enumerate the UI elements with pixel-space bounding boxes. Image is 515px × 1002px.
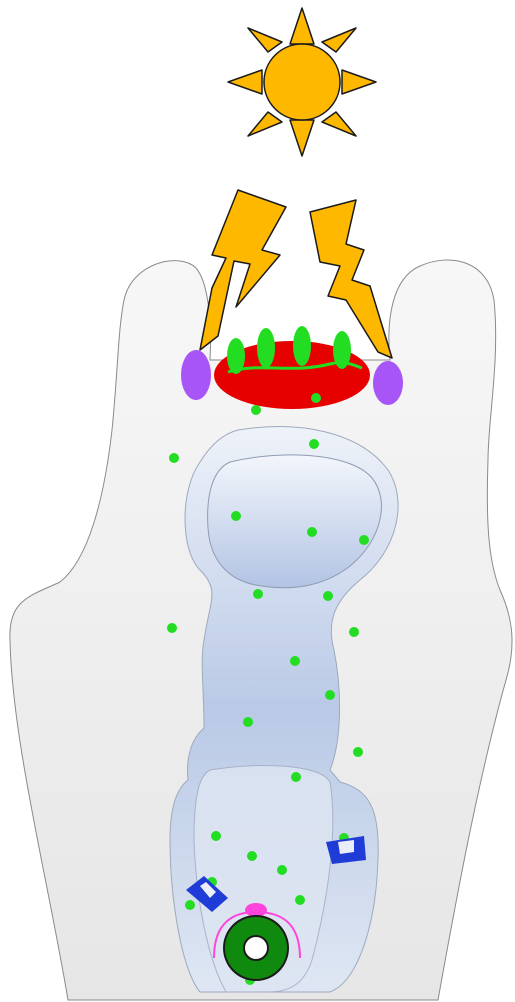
lightning-bolt-icon [310,200,392,358]
green-particle [323,591,333,601]
sun-ray [290,8,314,44]
green-particle [291,772,301,782]
green-particle [251,405,261,415]
green-particle [185,900,195,910]
green-particle [309,439,319,449]
sun-disc [264,44,340,120]
bolt-left [200,190,286,350]
receptor-right [373,361,403,405]
sun-ray [290,120,314,156]
sun-ray [322,28,356,52]
green-lobe [293,326,311,366]
membrane-bulge [245,903,267,917]
sun-ray [228,70,262,94]
sun-icon [228,8,376,156]
green-particle [325,690,335,700]
green-particle [231,511,241,521]
green-particle [169,453,179,463]
green-particle [295,895,305,905]
sun-ray [342,70,376,94]
green-particle [349,627,359,637]
green-particle [353,747,363,757]
green-particle [290,656,300,666]
green-particle [243,717,253,727]
green-particle [167,623,177,633]
receptor-left [181,350,211,400]
green-particle [307,527,317,537]
lightning-bolt-icon [200,190,286,350]
green-lobe [257,328,275,368]
sun-ray [322,112,356,136]
green-particle [253,589,263,599]
green-particle [247,851,257,861]
sun-ray [248,112,282,136]
green-particle [277,865,287,875]
bolt-right [310,200,392,358]
green-particle [211,831,221,841]
nucleolus [244,936,268,960]
green-particle [359,535,369,545]
green-particle [311,393,321,403]
sun-ray [248,28,282,52]
